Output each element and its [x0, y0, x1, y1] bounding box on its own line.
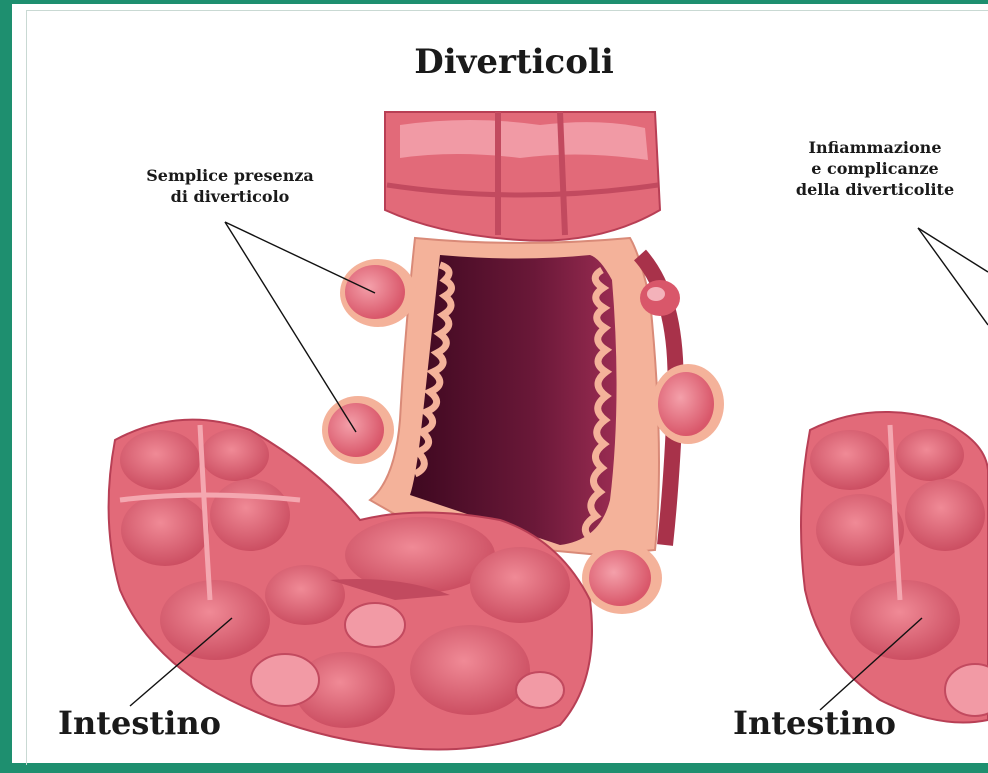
callout-line: Semplice presenza [112, 165, 348, 186]
callout-simple-diverticulum: Semplice presenza di diverticolo [112, 165, 348, 207]
callout-line: e complicanze [770, 158, 980, 179]
organ-label-left: Intestino [58, 704, 221, 742]
page-title: Diverticoli [394, 42, 634, 82]
organ-label-right: Intestino [733, 704, 896, 742]
callout-line: della diverticolite [770, 179, 980, 200]
colon-upper-segment [385, 112, 660, 241]
callout-line: di diverticolo [112, 186, 348, 207]
colon-lower-segment-right [801, 412, 988, 723]
colon-cut-section [370, 238, 676, 555]
callout-line: Infiammazione [770, 137, 980, 158]
callout-diverticulitis: Infiammazione e complicanze della divert… [770, 137, 980, 200]
